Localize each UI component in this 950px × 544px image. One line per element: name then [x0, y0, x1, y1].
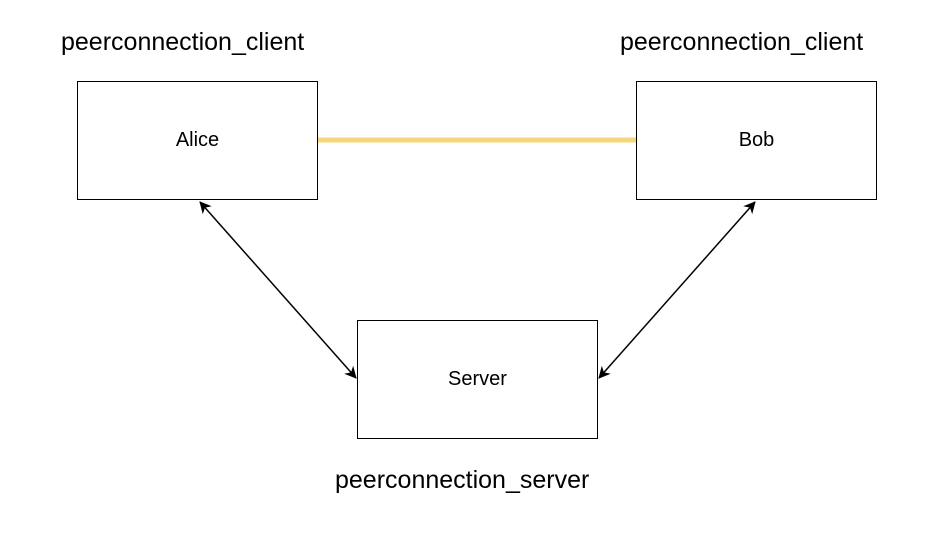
bob-label: Bob	[738, 129, 775, 151]
alice-node[interactable]: Alice	[77, 81, 318, 200]
alice-label: Alice	[175, 129, 220, 151]
edge-bob-server	[598, 201, 756, 379]
edge-alice-server	[199, 201, 357, 379]
server-caption: peerconnection_server	[335, 466, 590, 494]
server-label: Server	[448, 368, 507, 390]
alice-caption: peerconnection_client	[61, 28, 305, 56]
server-node[interactable]: Server	[357, 320, 598, 439]
bob-caption: peerconnection_client	[620, 28, 864, 56]
bob-node[interactable]: Bob	[636, 81, 877, 200]
